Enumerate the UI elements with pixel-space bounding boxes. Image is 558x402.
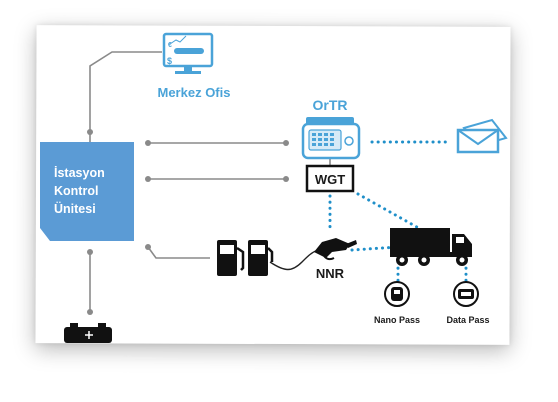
computer-monitor-icon: $ € xyxy=(162,32,214,74)
control-unit-label-line3: Ünitesi xyxy=(54,201,96,216)
envelope-icon xyxy=(456,118,508,154)
ortr-device-icon xyxy=(301,117,361,160)
battery-icon xyxy=(64,323,112,343)
nano-pass-node: Nano Pass xyxy=(374,281,420,325)
wgt-node: WGT xyxy=(305,164,355,193)
solid-connector-dots xyxy=(87,129,289,315)
svg-text:€: € xyxy=(168,42,172,49)
hose xyxy=(269,249,319,271)
nnr-node: NNR xyxy=(314,238,357,281)
control-unit-label-line1: İstasyon xyxy=(54,165,105,180)
truck-icon xyxy=(390,228,472,266)
link-control-to-headquarters xyxy=(89,51,162,142)
data-pass-label: Data Pass xyxy=(446,315,489,325)
control-unit-box xyxy=(40,142,134,241)
data-pass-icon xyxy=(453,281,479,307)
nano-pass-label: Nano Pass xyxy=(374,315,420,325)
ortr-label: OrTR xyxy=(313,97,348,113)
control-unit-node: İstasyon Kontrol Ünitesi xyxy=(40,142,134,241)
solid-connectors xyxy=(89,51,331,314)
fuel-pump-icon xyxy=(217,240,274,276)
svg-text:$: $ xyxy=(167,56,172,66)
headquarters-node: $ € Merkez Ofis xyxy=(158,32,231,100)
wgt-label: WGT xyxy=(315,172,345,187)
control-unit-label-line2: Kontrol xyxy=(54,184,98,198)
nnr-label: NNR xyxy=(316,266,345,281)
data-pass-node: Data Pass xyxy=(446,281,490,325)
headquarters-label: Merkez Ofis xyxy=(158,85,231,100)
link-control-to-pumps xyxy=(147,246,210,259)
wgt-box xyxy=(305,164,355,193)
link-nozzle-to-truck xyxy=(350,245,400,252)
ortr-node: OrTR xyxy=(301,97,361,160)
fuel-nozzle-icon xyxy=(314,238,357,261)
nano-pass-icon xyxy=(384,281,410,307)
